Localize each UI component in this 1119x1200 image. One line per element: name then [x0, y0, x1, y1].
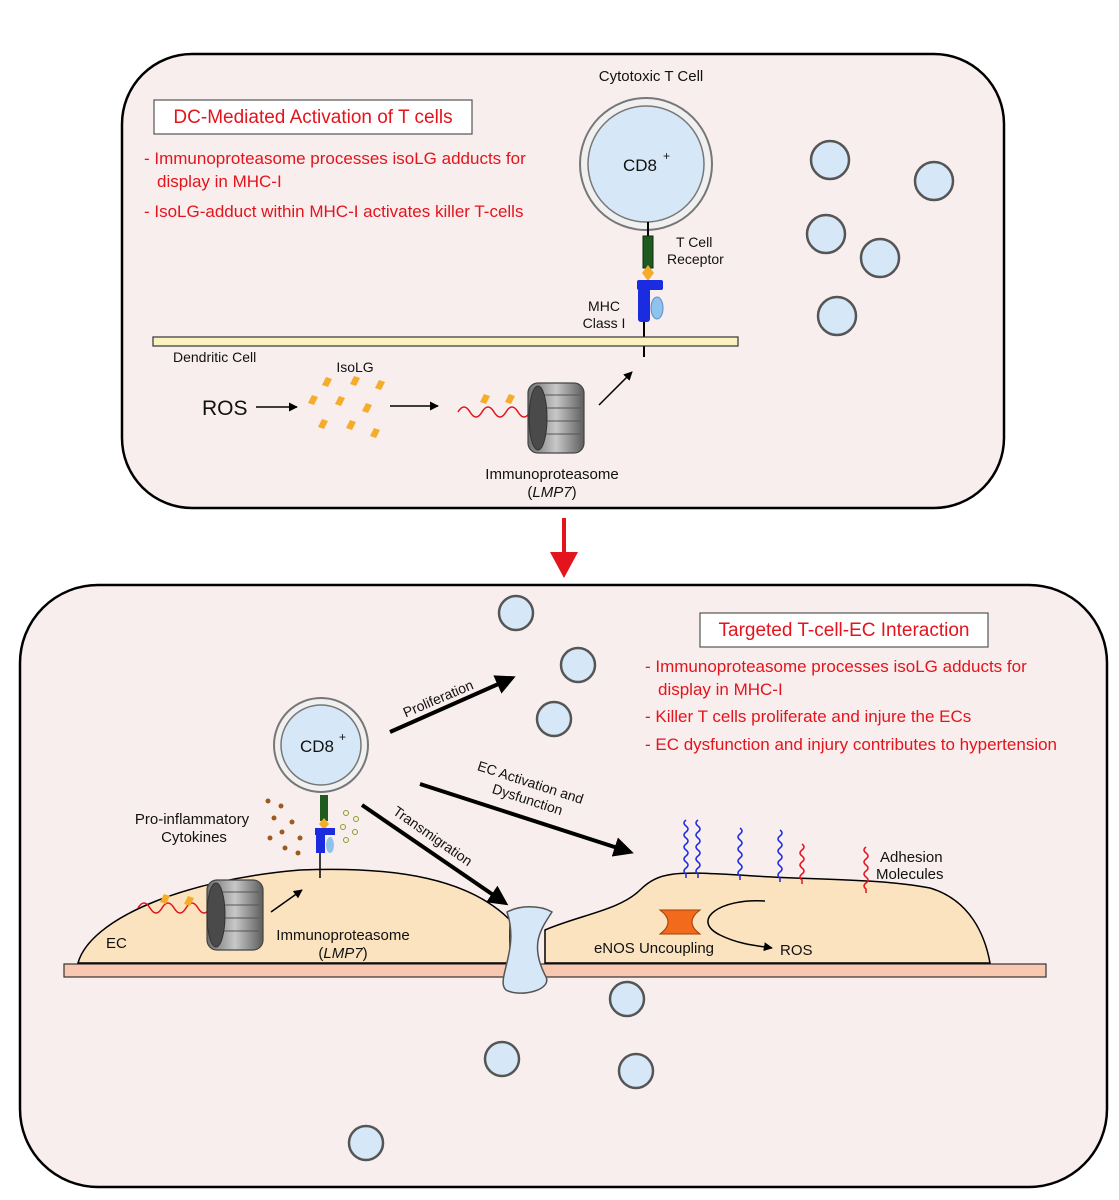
beta2m-bottom [326, 837, 334, 853]
isolg-molecules [308, 376, 385, 438]
bottom-panel-title: Targeted T-cell-EC Interaction [719, 620, 970, 641]
mhc-label-2: Class I [583, 315, 626, 331]
cd8-sup-top: + [663, 149, 670, 163]
top-bullet-1-cont: display in MHC-I [157, 172, 282, 191]
ec-label: EC [106, 935, 127, 952]
endothelial-cell-right [544, 872, 991, 964]
cd8-cell-bottom [280, 704, 362, 786]
top-bullet-1: - Immunoproteasome processes isoLG adduc… [144, 149, 526, 168]
dendritic-cell-label: Dendritic Cell [173, 349, 256, 365]
isolg-adduct-top [642, 265, 654, 281]
tcr-label-2: Receptor [667, 251, 724, 267]
immunoproteasome-label-bottom: Immunoproteasome [276, 927, 409, 944]
lmp7-label-top: (LMP7) [527, 484, 576, 501]
top-bullet-2: - IsoLG-adduct within MHC-I activates ki… [144, 202, 523, 221]
endothelial-cell-left [77, 868, 511, 964]
bottom-panel: Targeted T-cell-EC Interaction - Immunop… [18, 583, 1109, 1189]
enos-to-ros-arrow [707, 900, 773, 952]
tcr-receptor-bottom [320, 795, 328, 821]
beta2m [650, 296, 664, 320]
immunoproteasome-bottom [206, 879, 264, 951]
bottom-bullet-3: - EC dysfunction and injury contributes … [645, 735, 1057, 754]
cd8-sup-bottom: + [339, 730, 346, 744]
enos-label: eNOS Uncoupling [594, 940, 714, 957]
enos-dimer [658, 909, 702, 935]
top-title-box [153, 99, 473, 135]
adhesion-label-2: Molecules [876, 866, 944, 883]
proteasome-to-mhc-arrow [598, 371, 633, 406]
isolg-adduct-peptide-2 [505, 394, 515, 404]
top-panel-title: DC-Mediated Activation of T cells [173, 107, 452, 128]
immunoproteasome-label-top: Immunoproteasome [485, 466, 618, 483]
cytotoxic-t-cell [587, 105, 705, 223]
ec-activation-arrow [419, 782, 634, 857]
cytotoxic-t-cell-label: Cytotoxic T Cell [599, 68, 703, 85]
cytokines-brown [265, 798, 303, 856]
ros-label-bottom: ROS [780, 942, 813, 959]
proteasome-to-mhc-arrow-bottom [270, 889, 303, 913]
cytokines-label-1: Pro-inflammatory [135, 811, 250, 828]
mhc-chain [638, 288, 650, 322]
basement-membrane [63, 963, 1047, 978]
bottom-bullet-1-cont: display in MHC-I [658, 680, 783, 699]
isolg-adduct-peptide-b2 [184, 896, 194, 906]
cytokines-green [340, 810, 359, 843]
transition-arrow [550, 518, 578, 578]
isolg-adduct-peptide-b1 [160, 894, 170, 904]
isolg-adduct-peptide-1 [480, 394, 490, 404]
mhc-chain-bottom [316, 833, 325, 853]
tcr-label-1: T Cell [676, 234, 712, 250]
isolg-label: IsoLG [336, 359, 373, 375]
tcr-receptor [642, 235, 654, 269]
adhesion-molecules [683, 819, 869, 893]
floating-t-cells-top [805, 139, 955, 337]
isolg-adduct-bottom [319, 818, 329, 830]
mhc-head [637, 280, 663, 290]
bottom-bullet-1: - Immunoproteasome processes isoLG adduc… [645, 657, 1027, 676]
cd8-label-top: CD8 [623, 156, 657, 175]
immunoproteasome-top [527, 382, 585, 454]
cytokines-label-2: Cytokines [161, 829, 227, 846]
adhesion-label-1: Adhesion [880, 849, 943, 866]
bottom-title-box [699, 612, 989, 648]
transmigration-pore [502, 906, 554, 994]
lmp7-label-bottom: (LMP7) [318, 945, 367, 962]
transmigration-arrow [360, 803, 509, 906]
proliferation-arrow [389, 675, 516, 734]
ros-label-top: ROS [202, 397, 248, 420]
top-panel-frame [120, 52, 1006, 510]
floating-t-cells-bottom [347, 594, 655, 1162]
top-panel: DC-Mediated Activation of T cells - Immu… [120, 52, 1006, 510]
mhc-label-1: MHC [588, 298, 620, 314]
bottom-bullet-2: - Killer T cells proliferate and injure … [645, 707, 971, 726]
mhc-head-bottom [315, 828, 335, 835]
cd8-label-bottom: CD8 [300, 737, 334, 756]
dendritic-membrane [152, 336, 739, 347]
